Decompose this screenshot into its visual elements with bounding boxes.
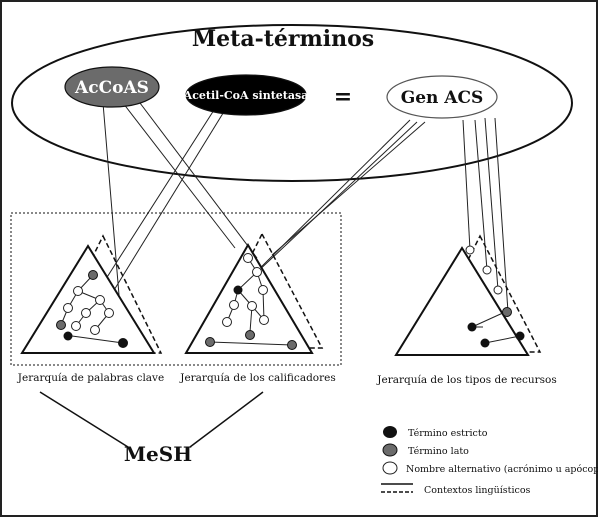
legend-alt-name: Nombre alternativo (acrónimo u apócope)	[406, 464, 598, 475]
mesh-label: MeSH	[124, 442, 192, 466]
res-black-node	[515, 331, 525, 341]
gen-acs-ellipse	[386, 75, 498, 119]
kw-black-node	[63, 331, 73, 341]
equals-sign: =	[334, 84, 352, 110]
mesh-bracket	[39, 391, 264, 448]
acetil-label: Acetil-CoA sintetasa	[183, 89, 309, 102]
legend-white-dot	[382, 461, 398, 475]
meta-terms-ellipse	[11, 24, 573, 182]
legend-gray-dot	[382, 443, 398, 457]
qual-white-node	[229, 300, 239, 310]
qual-white-node	[243, 253, 253, 263]
connector-lines	[94, 102, 509, 344]
kw-white-node	[63, 303, 73, 313]
legend-broad-term: Término lato	[408, 446, 469, 457]
qualifiers-caption: Jerarquía de los calificadores	[179, 372, 336, 384]
kw-white-node	[104, 308, 114, 318]
res-white-node	[493, 285, 503, 295]
legend-linguistic-contexts: Contextos lingüísticos	[424, 485, 531, 496]
keywords-caption: Jerarquía de palabras clave	[17, 372, 164, 384]
qual-white-node	[252, 267, 262, 277]
qual-white-node	[259, 315, 269, 325]
kw-black-node	[118, 338, 128, 348]
qual-black-node	[233, 285, 243, 295]
keywords-hierarchy	[20, 234, 163, 354]
qualifiers-hierarchy	[184, 232, 324, 354]
qual-white-node	[247, 301, 257, 311]
kw-white-node	[90, 325, 100, 335]
kw-white-node	[73, 286, 83, 296]
res-gray-node	[502, 307, 512, 317]
legend: Término estricto Término lato Nombre alt…	[381, 426, 598, 496]
acoas-ellipse	[64, 66, 160, 108]
mesh-dotted-box	[10, 212, 342, 366]
resource-types-hierarchy	[394, 234, 542, 356]
legend-strict-term: Término estricto	[408, 428, 488, 439]
acetil-ellipse	[185, 74, 307, 116]
kw-white-node	[71, 321, 81, 331]
qual-gray-node	[287, 340, 297, 350]
qual-white-node	[222, 317, 232, 327]
res-white-node	[465, 245, 475, 255]
gen-acs-label: Gen ACS	[401, 88, 484, 108]
res-black-node	[467, 322, 477, 332]
res-black-node	[480, 338, 490, 348]
kw-gray-node	[56, 320, 66, 330]
kw-white-node	[95, 295, 105, 305]
qual-white-node	[258, 285, 268, 295]
qual-gray-node	[245, 330, 255, 340]
res-white-node	[482, 265, 492, 275]
kw-gray-node	[88, 270, 98, 280]
kw-white-node	[81, 308, 91, 318]
legend-black-dot	[383, 426, 397, 438]
meta-terms-title: Meta-términos	[192, 26, 374, 52]
qual-gray-node	[205, 337, 215, 347]
acoas-label: AcCoAS	[74, 78, 149, 98]
resource-types-caption: Jerarquía de los tipos de recursos	[376, 374, 556, 386]
